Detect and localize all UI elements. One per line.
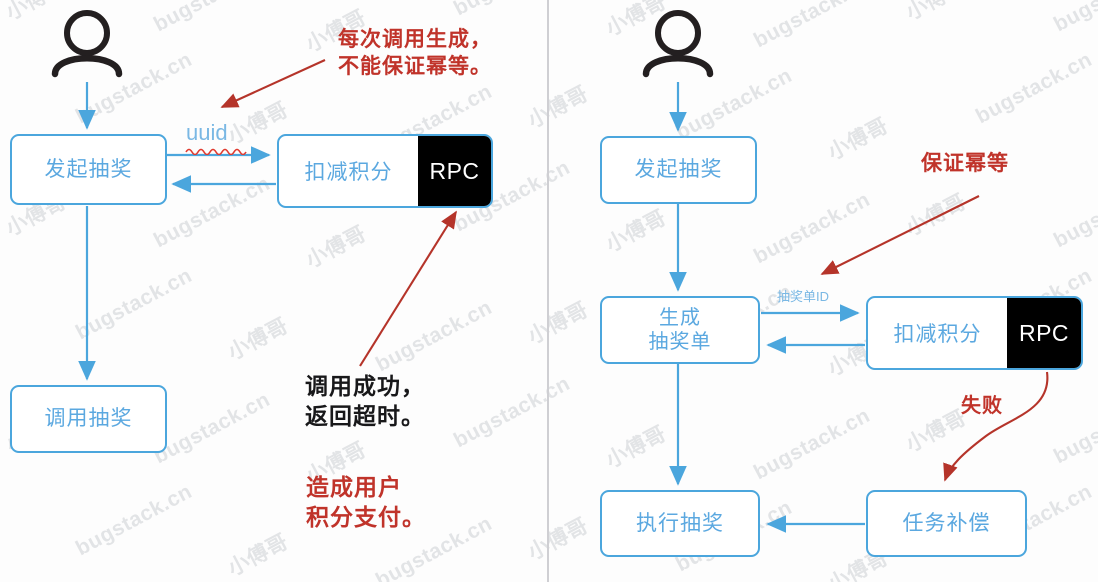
watermark-text: bugstack.cn [972,47,1096,129]
edge-label-fail: 失败 [961,395,1003,417]
watermark-text: bugstack.cn [750,403,874,485]
watermark-text: bugstack.cn [450,0,574,21]
panel-divider [547,0,549,582]
annotation-right-top: 保证幂等 [921,152,1009,175]
watermark-text: 小傅哥 [224,530,293,581]
node-left-invoke-label: 调用抽奖 [44,407,133,431]
watermark-text: bugstack.cn [672,63,796,145]
watermark-text: bugstack.cn [150,171,274,253]
watermark-text: 小傅哥 [0,0,71,26]
watermark-text: bugstack.cn [72,263,196,345]
node-right-execute-label: 执行抽奖 [636,511,724,535]
watermark-text: bugstack.cn [750,187,874,269]
uuid-squiggle-underline [185,148,247,155]
watermark-text: 小傅哥 [900,0,971,26]
watermark-text: bugstack.cn [1050,387,1098,469]
annotation-arrow-left-top [220,59,326,108]
node-right-initiate-label: 发起抽奖 [634,158,723,182]
node-right-deduct-label: 扣减积分 [893,323,982,346]
watermark-text: bugstack.cn [450,371,574,453]
watermark-text: 小傅哥 [524,298,593,349]
watermark-text: 小傅哥 [824,114,893,165]
node-right-initiate[interactable]: 发起抽奖 [600,136,757,204]
person-icon-right [642,10,714,78]
node-left-deduct-label: 扣减积分 [304,161,393,184]
watermark-text: bugstack.cn [72,479,196,561]
rpc-badge-right: RPC [1007,298,1081,368]
edge-label-uuid: uuid [186,120,228,145]
annotation-left-middle: 调用成功， 返回超时。 [305,373,425,429]
watermark-text: bugstack.cn [150,387,274,469]
watermark-text: 小傅哥 [302,222,371,273]
node-left-initiate[interactable]: 发起抽奖 [10,134,167,205]
node-right-deduct[interactable]: 扣减积分 RPC [866,296,1083,370]
annotation-arrow-right-top [820,195,980,275]
watermark-text: 小傅哥 [602,0,671,41]
node-left-initiate-label: 发起抽奖 [44,157,133,181]
watermark-text: 小傅哥 [602,422,671,473]
watermark-text: bugstack.cn [1050,0,1098,37]
watermark-text: 小傅哥 [524,82,593,133]
node-right-generate-label: 生成 抽奖单 [648,306,712,353]
annotation-arrow-right-fail [943,371,1049,482]
node-right-execute[interactable]: 执行抽奖 [600,490,760,557]
watermark-text: 小傅哥 [224,314,293,365]
watermark-text: bugstack.cn [150,0,274,37]
watermark-text: bugstack.cn [750,0,874,53]
node-left-deduct[interactable]: 扣减积分 RPC [277,134,493,208]
edge-label-order-id: 抽奖单ID [777,289,830,304]
watermark-text: 小傅哥 [602,206,671,257]
watermark-text: bugstack.cn [1050,171,1098,253]
annotation-left-bottom: 造成用户 积分支付。 [306,474,426,530]
watermark-text: bugstack.cn [72,47,196,129]
person-icon-left [51,10,123,78]
watermark-text: 小傅哥 [524,514,593,565]
node-right-compensate-label: 任务补偿 [902,511,991,535]
annotation-arrow-left-rpc [359,210,457,367]
node-left-invoke[interactable]: 调用抽奖 [10,385,167,453]
annotation-left-top: 每次调用生成， 不能保证幂等。 [338,28,492,79]
watermark-text: bugstack.cn [372,295,496,377]
watermark-text: 小傅哥 [902,190,971,241]
rpc-badge-left: RPC [418,136,491,206]
node-right-compensate[interactable]: 任务补偿 [866,490,1027,557]
node-right-generate[interactable]: 生成 抽奖单 [600,296,760,364]
